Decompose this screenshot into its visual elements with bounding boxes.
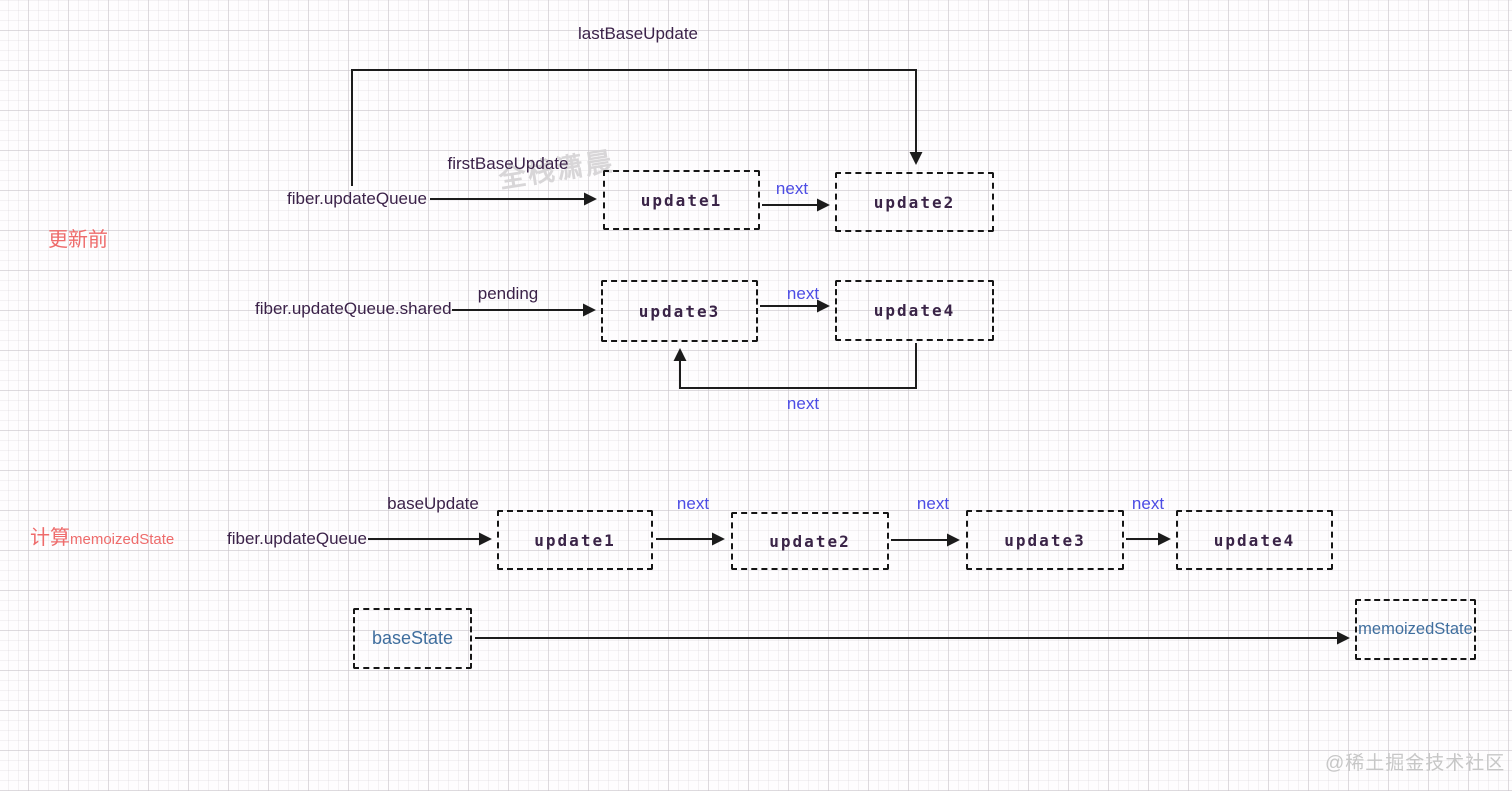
memoized-state-label: memoizedState: [1358, 620, 1473, 638]
section-compute-title-zh: 计算: [30, 527, 70, 549]
next-label-3: next: [786, 394, 820, 413]
pending-label: pending: [477, 284, 539, 303]
base-update-label: baseUpdate: [387, 494, 479, 513]
last-base-update-label: lastBaseUpdate: [577, 24, 699, 43]
community-watermark: @稀土掘金技术社区: [1325, 753, 1506, 774]
node-update4-compute: update4: [1176, 510, 1333, 570]
node-label: update4: [873, 301, 956, 320]
node-label: update2: [769, 531, 851, 551]
node-update1-before: update1: [603, 170, 760, 230]
first-base-update-label: firstBaseUpdate: [447, 154, 569, 173]
node-memoized-state: memoizedState: [1355, 599, 1476, 660]
section-before-title: 更新前: [48, 229, 108, 251]
base-state-label: baseState: [371, 628, 454, 648]
next-label-1: next: [775, 179, 809, 198]
node-update4-before: update4: [835, 280, 994, 341]
next-label-4: next: [676, 494, 710, 513]
arrow-update4-loop-update3: [673, 343, 917, 389]
node-update3-before: update3: [601, 280, 758, 342]
node-update1-compute: update1: [497, 510, 653, 570]
node-label: update1: [640, 190, 723, 210]
fiber-update-queue-label-2: fiber.updateQueue: [227, 529, 367, 548]
arrow-lastbaseupdate-bracket: [351, 69, 923, 186]
node-label: update4: [1213, 530, 1296, 550]
node-update2-before: update2: [835, 172, 994, 232]
node-base-state: baseState: [353, 608, 472, 669]
next-label-6: next: [1131, 494, 1165, 513]
node-label: update3: [1004, 530, 1086, 550]
next-label-5: next: [916, 494, 950, 513]
next-label-2: next: [786, 284, 820, 303]
node-update2-compute: update2: [731, 512, 889, 570]
fiber-update-queue-label: fiber.updateQueue: [287, 189, 427, 208]
section-compute-title-en: memoizedState: [70, 531, 175, 548]
node-label: update3: [638, 301, 721, 321]
node-label: update1: [534, 530, 616, 550]
fiber-update-queue-shared-label: fiber.updateQueue.shared: [255, 299, 452, 318]
node-update3-compute: update3: [966, 510, 1124, 570]
node-label: update2: [873, 192, 956, 212]
